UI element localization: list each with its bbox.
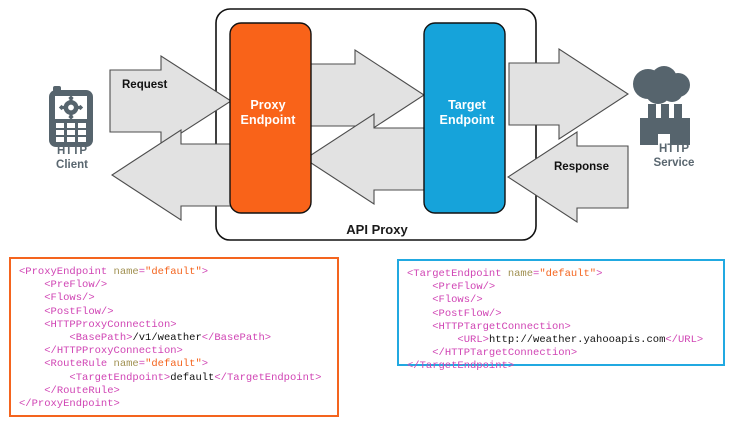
code-token-txt xyxy=(19,279,44,291)
code-line: <PreFlow/> xyxy=(407,281,723,294)
code-token-tag: </HTTPProxyConnection> xyxy=(44,345,183,358)
code-token-attr: name xyxy=(113,266,139,278)
code-token-tag: </URL> xyxy=(665,334,704,347)
arrow-proxy-to-target xyxy=(304,48,426,142)
factory-cloud-icon xyxy=(633,66,690,145)
arrow-target-to-service xyxy=(508,47,630,141)
code-token-tag: </BasePath> xyxy=(201,332,272,345)
http-service-label: HTTP Service xyxy=(634,142,714,170)
target-endpoint-code-block[interactable]: <TargetEndpoint name="default"> <PreFlow… xyxy=(397,259,725,372)
code-line: <ProxyEndpoint name="default"> xyxy=(19,266,337,279)
code-token-txt xyxy=(19,372,69,384)
code-token-tag: <URL> xyxy=(457,334,489,347)
code-token-tag: <PostFlow/> xyxy=(432,307,502,320)
arrow-request-client-to-proxy xyxy=(109,54,233,148)
code-token-tag: </TargetEndpoint> xyxy=(214,371,322,384)
code-line: <PreFlow/> xyxy=(19,279,337,292)
code-token-eq: = xyxy=(138,358,146,371)
proxy-endpoint-label-line1: Proxy xyxy=(250,98,286,112)
code-token-txt xyxy=(19,332,69,344)
code-line: <URL>http://weather.yahooapis.com</URL> xyxy=(407,334,723,347)
code-token-txt xyxy=(19,292,44,304)
code-line: </TargetEndpoint> xyxy=(407,360,723,373)
api-proxy-container-label: API Proxy xyxy=(346,222,408,237)
code-token-txt xyxy=(19,358,44,370)
code-line: <HTTPProxyConnection> xyxy=(19,319,337,332)
code-token-val: "default" xyxy=(539,268,597,280)
code-line: <Flows/> xyxy=(407,294,723,307)
code-token-tag: > xyxy=(596,268,603,280)
arrow-response-service-to-target xyxy=(506,130,629,224)
code-token-tag: <PreFlow/> xyxy=(44,279,108,292)
code-token-attr: name xyxy=(113,358,139,371)
code-token-tag: <Flows/> xyxy=(432,294,483,307)
target-endpoint-box[interactable] xyxy=(423,22,506,214)
code-token-tag: </HTTPTargetConnection> xyxy=(432,347,578,360)
code-line: <BasePath>/v1/weather</BasePath> xyxy=(19,332,337,345)
code-token-tag: > xyxy=(201,266,209,278)
api-proxy-diagram-svg: .arw{fill:#e2e2e2;stroke:#4d4d4d;stroke-… xyxy=(49,8,690,241)
code-token-eq: = xyxy=(138,266,146,278)
proxy-endpoint-label: Proxy Endpoint xyxy=(226,98,310,128)
code-token-tag: <PreFlow/> xyxy=(432,281,496,294)
proxy-endpoint-label-line2: Endpoint xyxy=(240,113,296,127)
response-flow-label: Response xyxy=(554,161,609,173)
arrow-target-to-proxy xyxy=(303,112,425,206)
code-token-tag: <HTTPTargetConnection> xyxy=(432,320,571,333)
code-line: </RouteRule> xyxy=(19,385,337,398)
code-line: </ProxyEndpoint> xyxy=(19,398,337,411)
code-token-val: "default" xyxy=(145,358,202,371)
code-token-txt: /v1/weather xyxy=(132,332,202,345)
code-token-txt xyxy=(19,385,44,397)
code-token-val: "default" xyxy=(145,266,202,278)
code-token-txt xyxy=(407,281,432,293)
code-token-tag: <HTTPProxyConnection> xyxy=(44,318,177,331)
code-token-txt xyxy=(407,321,432,333)
code-line: <Flows/> xyxy=(19,292,337,305)
target-endpoint-label-line1: Target xyxy=(448,98,486,112)
http-client-label: HTTP Client xyxy=(32,144,112,172)
code-token-txt xyxy=(407,308,432,320)
code-token-txt: http://weather.yahooapis.com xyxy=(488,334,666,347)
code-token-txt xyxy=(407,294,432,306)
code-token-eq: = xyxy=(533,268,540,280)
code-token-txt xyxy=(19,306,44,318)
code-token-tag: <Flows/> xyxy=(44,292,95,305)
proxy-endpoint-box[interactable] xyxy=(229,22,312,214)
code-token-tag: <TargetEndpoint xyxy=(407,268,508,280)
code-line: <RouteRule name="default"> xyxy=(19,358,337,371)
code-line: <TargetEndpoint name="default"> xyxy=(407,268,723,281)
http-service-label-line1: HTTP xyxy=(658,143,690,155)
code-token-tag: <TargetEndpoint> xyxy=(69,371,171,384)
code-token-tag: </TargetEndpoint> xyxy=(407,360,515,373)
proxy-endpoint-code-block[interactable]: <ProxyEndpoint name="default"> <PreFlow/… xyxy=(9,257,339,417)
request-flow-label: Request xyxy=(122,79,168,91)
code-line: <PostFlow/> xyxy=(407,308,723,321)
code-token-tag: <ProxyEndpoint xyxy=(19,266,114,278)
code-token-txt: default xyxy=(170,371,215,384)
http-service-label-line2: Service xyxy=(653,157,695,169)
code-token-tag: <RouteRule xyxy=(44,358,114,371)
code-line: <TargetEndpoint>default</TargetEndpoint> xyxy=(19,372,337,385)
code-token-tag: </RouteRule> xyxy=(44,384,120,397)
mobile-phone-gear-icon xyxy=(49,86,93,147)
code-token-txt xyxy=(407,334,457,346)
code-line: </HTTPProxyConnection> xyxy=(19,345,337,358)
http-client-label-line1: HTTP xyxy=(56,145,88,157)
code-token-tag: </ProxyEndpoint> xyxy=(19,398,120,411)
code-line: <PostFlow/> xyxy=(19,306,337,319)
code-token-txt xyxy=(407,347,432,359)
code-line: <HTTPTargetConnection> xyxy=(407,321,723,334)
code-line: </HTTPTargetConnection> xyxy=(407,347,723,360)
code-token-tag: <PostFlow/> xyxy=(44,305,114,318)
target-endpoint-label-line2: Endpoint xyxy=(439,113,495,127)
arrow-response-proxy-to-client xyxy=(110,128,233,222)
code-token-tag: <BasePath> xyxy=(69,332,133,345)
http-client-label-line2: Client xyxy=(56,159,88,171)
target-endpoint-label: Target Endpoint xyxy=(425,98,509,128)
code-token-attr: name xyxy=(507,268,534,280)
code-token-txt xyxy=(19,319,44,331)
code-token-txt xyxy=(19,345,44,357)
code-token-tag: > xyxy=(201,358,209,371)
